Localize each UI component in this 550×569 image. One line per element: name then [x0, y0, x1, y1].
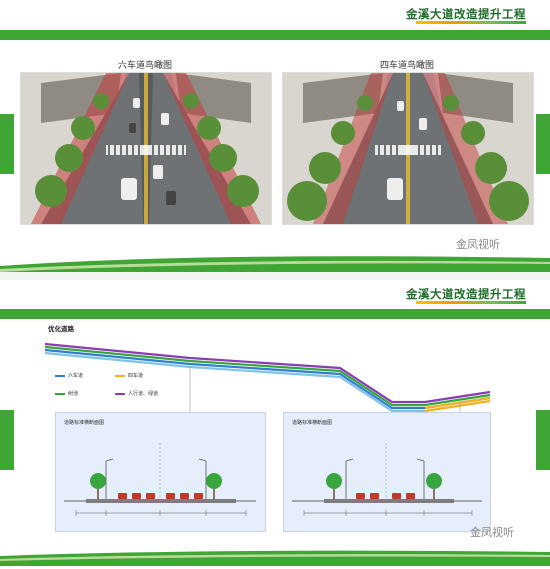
- legend-label-four-lane: 四车道: [128, 373, 144, 379]
- legend-swatch-tree-pool: [55, 393, 65, 395]
- cross-section-panel-right: 道路标准横断面图: [283, 412, 491, 532]
- cross-section-drawing-right: [292, 443, 482, 516]
- title-stripe: [416, 21, 526, 24]
- left-green-tab: [0, 410, 14, 470]
- slide-gap: [0, 272, 550, 280]
- legend-label-sidewalk: 人行道、绿道: [128, 391, 159, 397]
- slide-title: 金溪大道改造提升工程: [406, 7, 526, 21]
- cross-section-panel-left: 道路标准横断面图: [55, 412, 266, 532]
- six-lane-caption: 六车道鸟瞰图: [117, 61, 172, 71]
- legend-swatch-four-lane: [115, 375, 125, 377]
- panel-title: 道路标准横断面图: [64, 420, 105, 426]
- road-alignment-diagram: [44, 342, 491, 422]
- watermark: 金凤视听: [456, 238, 500, 251]
- legend-swatch-sidewalk: [115, 393, 125, 395]
- four-lane-caption: 四车道鸟瞰图: [379, 61, 434, 71]
- four-lane-aerial-image: [282, 72, 534, 225]
- legend-label-tree-pool: 树池: [68, 391, 79, 397]
- slide-road-optimization: 金溪大道改造提升工程 优化道路 六车道 四车道 树池 人行道、绿道 道路标准横断…: [0, 280, 550, 569]
- bottom-green-wave: [0, 256, 550, 272]
- legend: 六车道 四车道 树池 人行道、绿道: [55, 373, 205, 405]
- cross-section-drawing-left: [64, 443, 256, 516]
- right-green-tab: [536, 114, 550, 174]
- section-label: 优化道路: [48, 325, 74, 333]
- left-green-tab: [0, 114, 14, 174]
- slide-aerial-views: 金溪大道改造提升工程 六车道鸟瞰图 四车道鸟瞰图: [0, 0, 550, 272]
- top-green-bar: [0, 309, 550, 319]
- title-stripe: [416, 301, 526, 304]
- bottom-green-wave: [0, 550, 550, 566]
- top-green-bar: [0, 30, 550, 40]
- slide-title: 金溪大道改造提升工程: [406, 287, 526, 301]
- watermark: 金凤视听: [470, 526, 514, 539]
- right-green-tab: [536, 410, 550, 470]
- panel-title: 道路标准横断面图: [292, 420, 333, 426]
- legend-swatch-six-lane: [55, 375, 65, 377]
- six-lane-aerial-image: [20, 72, 272, 225]
- legend-label-six-lane: 六车道: [68, 373, 84, 379]
